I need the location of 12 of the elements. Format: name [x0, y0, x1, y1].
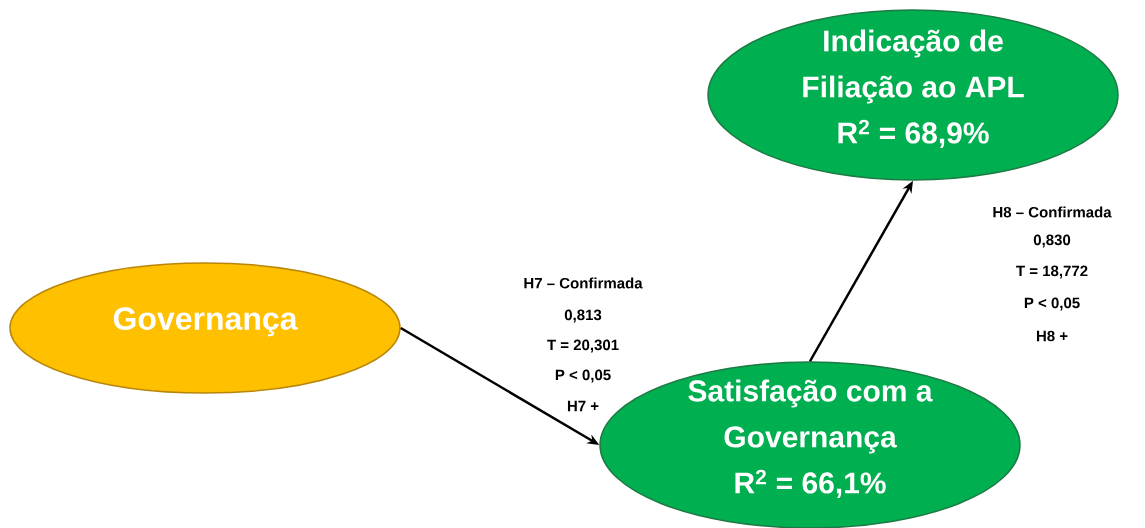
statistic-label: H8 – Confirmada: [993, 206, 1112, 218]
statistic-label: H8 +: [1036, 330, 1068, 342]
ellipse-node: Governança: [9, 262, 401, 394]
statistic-label: H7 – Confirmada: [524, 277, 643, 289]
statistic-label: T = 20,301: [547, 339, 619, 353]
ellipse-node: Indicação de Filiação ao APL R$^{2}$ = 68,9%: [707, 9, 1119, 181]
statistic-label: 0,830: [1033, 234, 1071, 248]
statistic-label: T = 18,772: [1016, 265, 1088, 279]
statistic-label: P < 0,05: [555, 369, 611, 383]
statistic-label: H7 +: [567, 400, 599, 412]
statistic-label: P < 0,05: [1024, 297, 1080, 311]
statistic-label: 0,813: [564, 309, 602, 323]
